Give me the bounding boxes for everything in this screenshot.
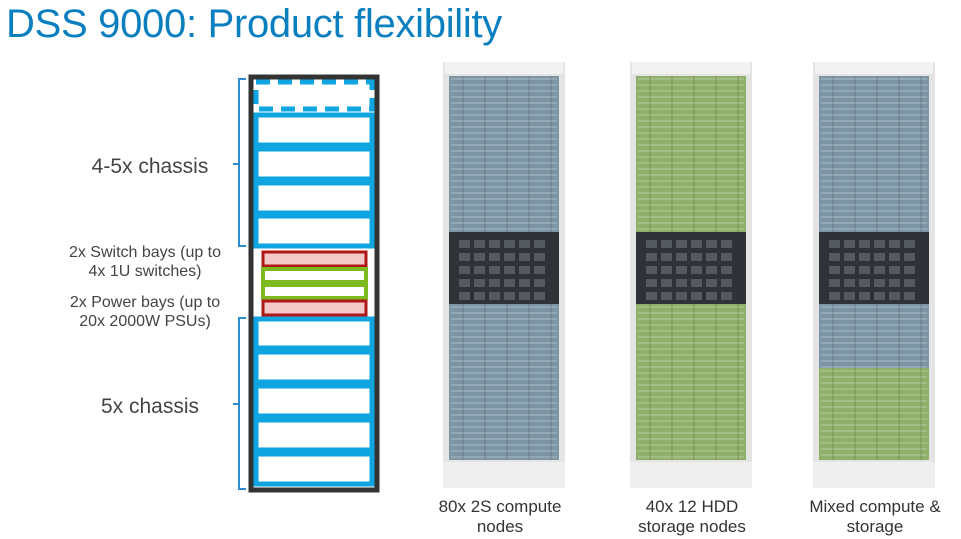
bottom-chassis-label: 5x chassis bbox=[100, 395, 200, 418]
switch-bay bbox=[261, 299, 368, 317]
chassis-slot bbox=[253, 417, 375, 453]
storage-nodes-bottom bbox=[636, 304, 746, 460]
rack-caption-compute: 80x 2S compute nodes bbox=[438, 497, 562, 536]
page-title: DSS 9000: Product flexibility bbox=[6, 2, 502, 46]
chassis-slot bbox=[253, 180, 375, 216]
switch-section bbox=[819, 232, 929, 304]
chassis-slot bbox=[253, 383, 375, 419]
compute-nodes-top bbox=[449, 76, 559, 232]
rack-frame bbox=[248, 74, 380, 493]
power-bays-label: 2x Power bays (up to 20x 2000W PSUs) bbox=[69, 294, 221, 330]
rack-photo-mixed bbox=[813, 62, 935, 488]
switch-section bbox=[636, 232, 746, 304]
switch-bay bbox=[261, 250, 368, 268]
rack-photo-storage bbox=[630, 62, 752, 488]
chassis-slot bbox=[253, 451, 375, 487]
compute-nodes-bottom bbox=[819, 304, 929, 368]
top-bracket bbox=[233, 78, 246, 247]
rack-caption-mixed: Mixed compute & storage bbox=[809, 497, 941, 536]
bottom-bracket bbox=[233, 317, 246, 490]
power-bay bbox=[261, 283, 368, 300]
switch-bays-label: 2x Switch bays (up to 4x 1U switches) bbox=[68, 244, 222, 280]
power-bay bbox=[261, 267, 368, 284]
storage-nodes-bottom bbox=[819, 368, 929, 460]
chassis-slot bbox=[253, 213, 375, 249]
rack-photo-compute bbox=[443, 62, 565, 488]
switch-section bbox=[449, 232, 559, 304]
chassis-slot bbox=[253, 146, 375, 182]
rack-photos bbox=[443, 62, 935, 488]
rack-caption-storage: 40x 12 HDD storage nodes bbox=[638, 497, 746, 536]
optional-chassis-slot bbox=[253, 79, 375, 112]
chassis-slot bbox=[253, 349, 375, 385]
compute-nodes-top bbox=[819, 76, 929, 232]
top-chassis-label: 4-5x chassis bbox=[91, 155, 209, 178]
compute-nodes-bottom bbox=[449, 304, 559, 460]
chassis-slot bbox=[253, 112, 375, 148]
chassis-slot bbox=[253, 316, 375, 351]
storage-nodes-top bbox=[636, 76, 746, 232]
